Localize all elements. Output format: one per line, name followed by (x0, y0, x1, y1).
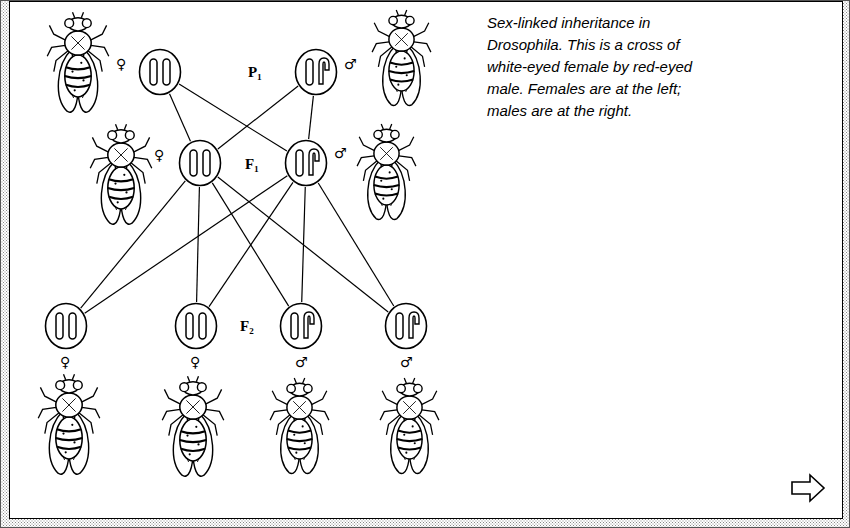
chromosome-circle: ♂ (284, 139, 328, 187)
chromosome-circle: ♂ (384, 302, 428, 350)
sex-symbol: ♀ (60, 354, 70, 370)
x-chromosome (199, 313, 206, 339)
x-chromosome (190, 150, 197, 176)
x-chromosome (163, 59, 170, 85)
x-chromosome (291, 313, 298, 339)
inheritance-line (318, 183, 394, 306)
circle-outline (384, 302, 428, 350)
x-chromosome (56, 313, 63, 339)
inheritance-line (85, 176, 288, 314)
circle-outline (284, 139, 328, 187)
chromosome-circle: ♀ (44, 302, 88, 350)
generation-label: F₂ (240, 318, 254, 334)
sex-symbol: ♂ (295, 354, 308, 370)
sex-symbol: ♂ (400, 354, 413, 370)
circle-outline (46, 304, 87, 349)
circle-outline (386, 304, 427, 349)
inheritance-line (218, 177, 388, 312)
inheritance-line (318, 183, 394, 306)
chromosome-circle: ♀ (138, 48, 182, 96)
fly-drawing (38, 374, 100, 474)
inheritance-line (81, 181, 186, 308)
fly-drawing (47, 12, 109, 112)
circle-outline (286, 141, 327, 186)
chromosome-circle: ♂ (294, 48, 338, 96)
circle-outline (174, 302, 218, 350)
sex-symbol: ♀ (154, 147, 164, 163)
x-chromosome (69, 313, 76, 339)
frame-strip (843, 0, 850, 528)
inheritance-line (218, 86, 298, 149)
fly-drawing (380, 378, 439, 473)
inheritance-line (309, 96, 314, 139)
circle-outline (180, 141, 221, 186)
inheritance-line (209, 182, 293, 306)
sex-symbol: ♀ (116, 56, 126, 72)
circle-outline (44, 302, 88, 350)
inheritance-line (170, 94, 191, 142)
generation-label: F₁ (245, 156, 259, 172)
inheritance-line (81, 181, 186, 308)
x-chromosome (306, 59, 313, 85)
inheritance-line (302, 187, 306, 302)
next-arrow-icon (792, 475, 824, 501)
circle-outline (138, 48, 182, 96)
inheritance-line (197, 187, 200, 302)
chromosome-circle: ♀ (174, 302, 218, 350)
fly-drawing (372, 10, 431, 105)
sex-symbol: ♀ (190, 354, 200, 370)
y-chromosome (409, 312, 419, 338)
panel-border (10, 2, 843, 519)
frame-strip (0, 0, 9, 528)
inheritance-line (85, 176, 288, 314)
circle-outline (294, 48, 338, 96)
x-chromosome (396, 313, 403, 339)
x-chromosome (203, 150, 210, 176)
y-chromosome (319, 58, 329, 84)
circle-outline (296, 50, 337, 95)
circle-outline (140, 50, 181, 95)
inheritance-line (302, 187, 306, 302)
chromosome-circle: ♂ (279, 302, 323, 350)
y-chromosome (304, 312, 314, 338)
inheritance-line (218, 86, 298, 149)
sex-symbol: ♂ (344, 56, 357, 72)
inheritance-line (197, 187, 200, 302)
caption-text: Sex-linked inheritance in Drosophila. Th… (487, 12, 715, 122)
fly-drawing (357, 124, 416, 219)
fly-drawing (162, 376, 224, 476)
circle-outline (281, 304, 322, 349)
inheritance-line (309, 96, 314, 139)
circle-outline (279, 302, 323, 350)
x-chromosome (186, 313, 193, 339)
chromosome-circle: ♀ (178, 139, 222, 187)
fly-drawing (90, 124, 152, 224)
generation-label: P₁ (248, 64, 262, 80)
y-chromosome (309, 149, 319, 175)
inheritance-line (218, 177, 388, 312)
inheritance-line (170, 94, 191, 142)
circle-outline (178, 139, 222, 187)
inheritance-line (209, 182, 293, 306)
sex-symbol: ♂ (334, 145, 347, 161)
frame-strip (0, 519, 850, 528)
circle-outline (176, 304, 217, 349)
x-chromosome (296, 150, 303, 176)
fly-drawing (270, 378, 329, 473)
x-chromosome (150, 59, 157, 85)
